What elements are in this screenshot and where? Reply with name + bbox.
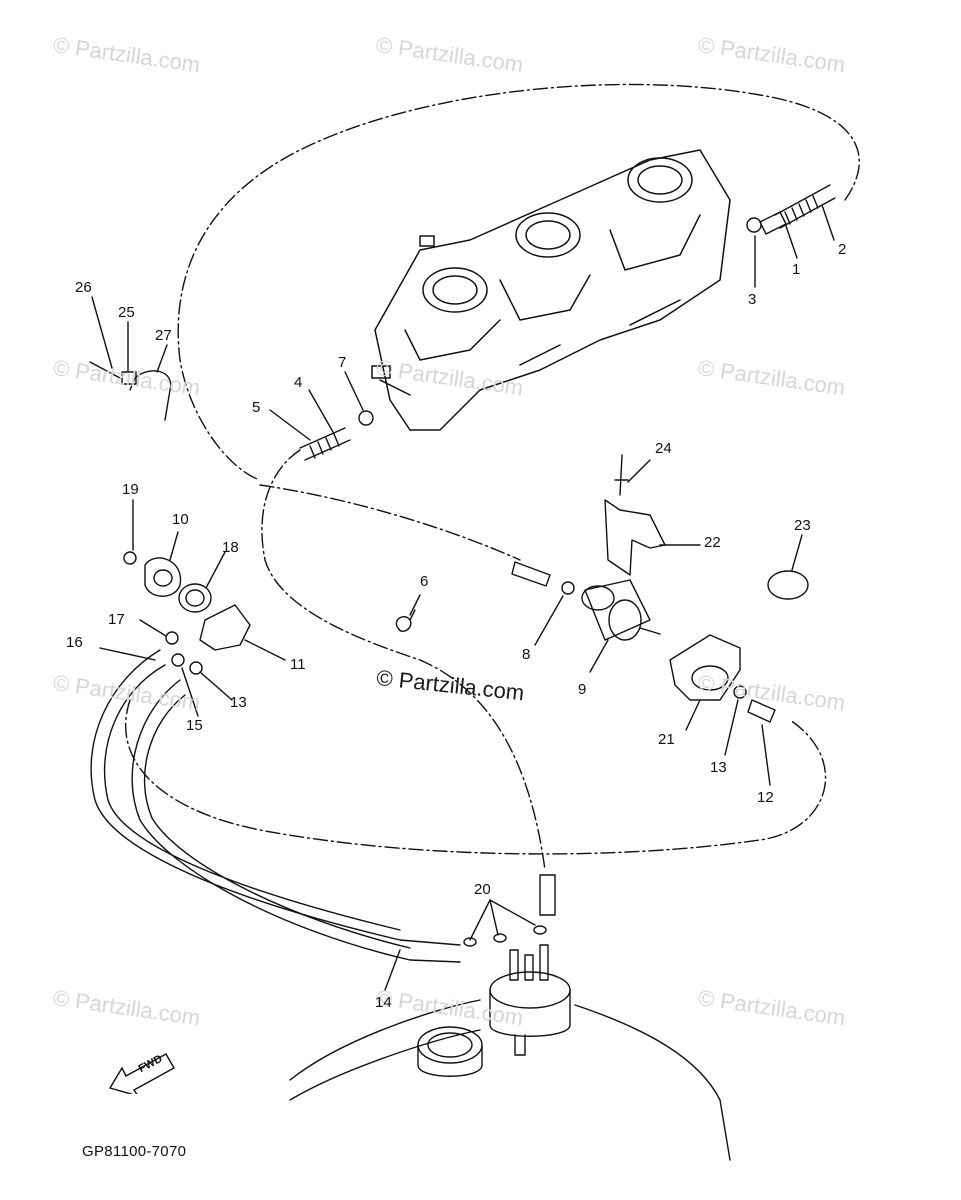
joint-hose-8 — [511, 561, 551, 587]
bolt-24 — [614, 454, 629, 496]
screw-26 — [89, 361, 121, 379]
clip-7 — [358, 410, 374, 426]
callout-19: 19 — [122, 481, 139, 498]
holder-25 — [121, 371, 137, 385]
hose-12 — [747, 699, 776, 723]
callout-14: 14 — [375, 994, 392, 1011]
fuel-sender-unit — [489, 944, 571, 1056]
callout-24: 24 — [655, 440, 672, 457]
callout-8: 8 — [522, 646, 531, 663]
forward-arrow-icon — [108, 1053, 175, 1094]
hose-14 — [131, 679, 461, 963]
callout-10: 10 — [172, 511, 189, 528]
fuel-filter-9 — [581, 579, 661, 641]
fuel-hose-front — [261, 449, 546, 871]
callout-25: 25 — [118, 304, 135, 321]
clip-17 — [165, 631, 179, 645]
return-hose-loop — [125, 699, 827, 855]
callout-17: 17 — [108, 611, 125, 628]
bracket-22 — [604, 499, 666, 576]
carburetor-assembly — [371, 149, 731, 431]
band-23 — [767, 570, 809, 600]
callout-27: 27 — [155, 327, 172, 344]
callout-18: 18 — [222, 539, 239, 556]
callout-13: 13 — [230, 694, 247, 711]
callout-22: 22 — [704, 534, 721, 551]
callout-2: 2 — [838, 241, 847, 258]
clip-3 — [746, 217, 762, 233]
callout-23: 23 — [794, 517, 811, 534]
vent-hose-loop — [177, 83, 860, 481]
hose-joint-1 — [759, 211, 787, 235]
callout-20: 20 — [474, 881, 491, 898]
fuel-tank — [289, 999, 731, 1161]
screw-19 — [123, 551, 137, 565]
callout-1: 1 — [792, 261, 801, 278]
fuel-hose-mid — [259, 484, 521, 561]
diagram-code: GP81100-7070 — [82, 1143, 187, 1160]
seal-18 — [178, 583, 212, 613]
valve-11 — [199, 604, 251, 651]
callout-21: 21 — [658, 731, 675, 748]
callout-26: 26 — [75, 279, 92, 296]
callout-5: 5 — [252, 399, 261, 416]
holder-21 — [669, 634, 741, 701]
cover-10 — [144, 557, 182, 597]
callout-13: 13 — [710, 759, 727, 776]
callout-11: 11 — [290, 656, 306, 673]
hose-part-4 — [299, 427, 351, 461]
callout-12: 12 — [757, 789, 774, 806]
callout-7: 7 — [338, 354, 347, 371]
callout-6: 6 — [420, 573, 429, 590]
callout-4: 4 — [294, 374, 303, 391]
hose-part-2 — [774, 184, 836, 229]
callout-16: 16 — [66, 634, 83, 651]
callout-15: 15 — [186, 717, 203, 734]
callout-3: 3 — [748, 291, 757, 308]
clip-6 — [395, 609, 416, 632]
callout-9: 9 — [578, 681, 587, 698]
